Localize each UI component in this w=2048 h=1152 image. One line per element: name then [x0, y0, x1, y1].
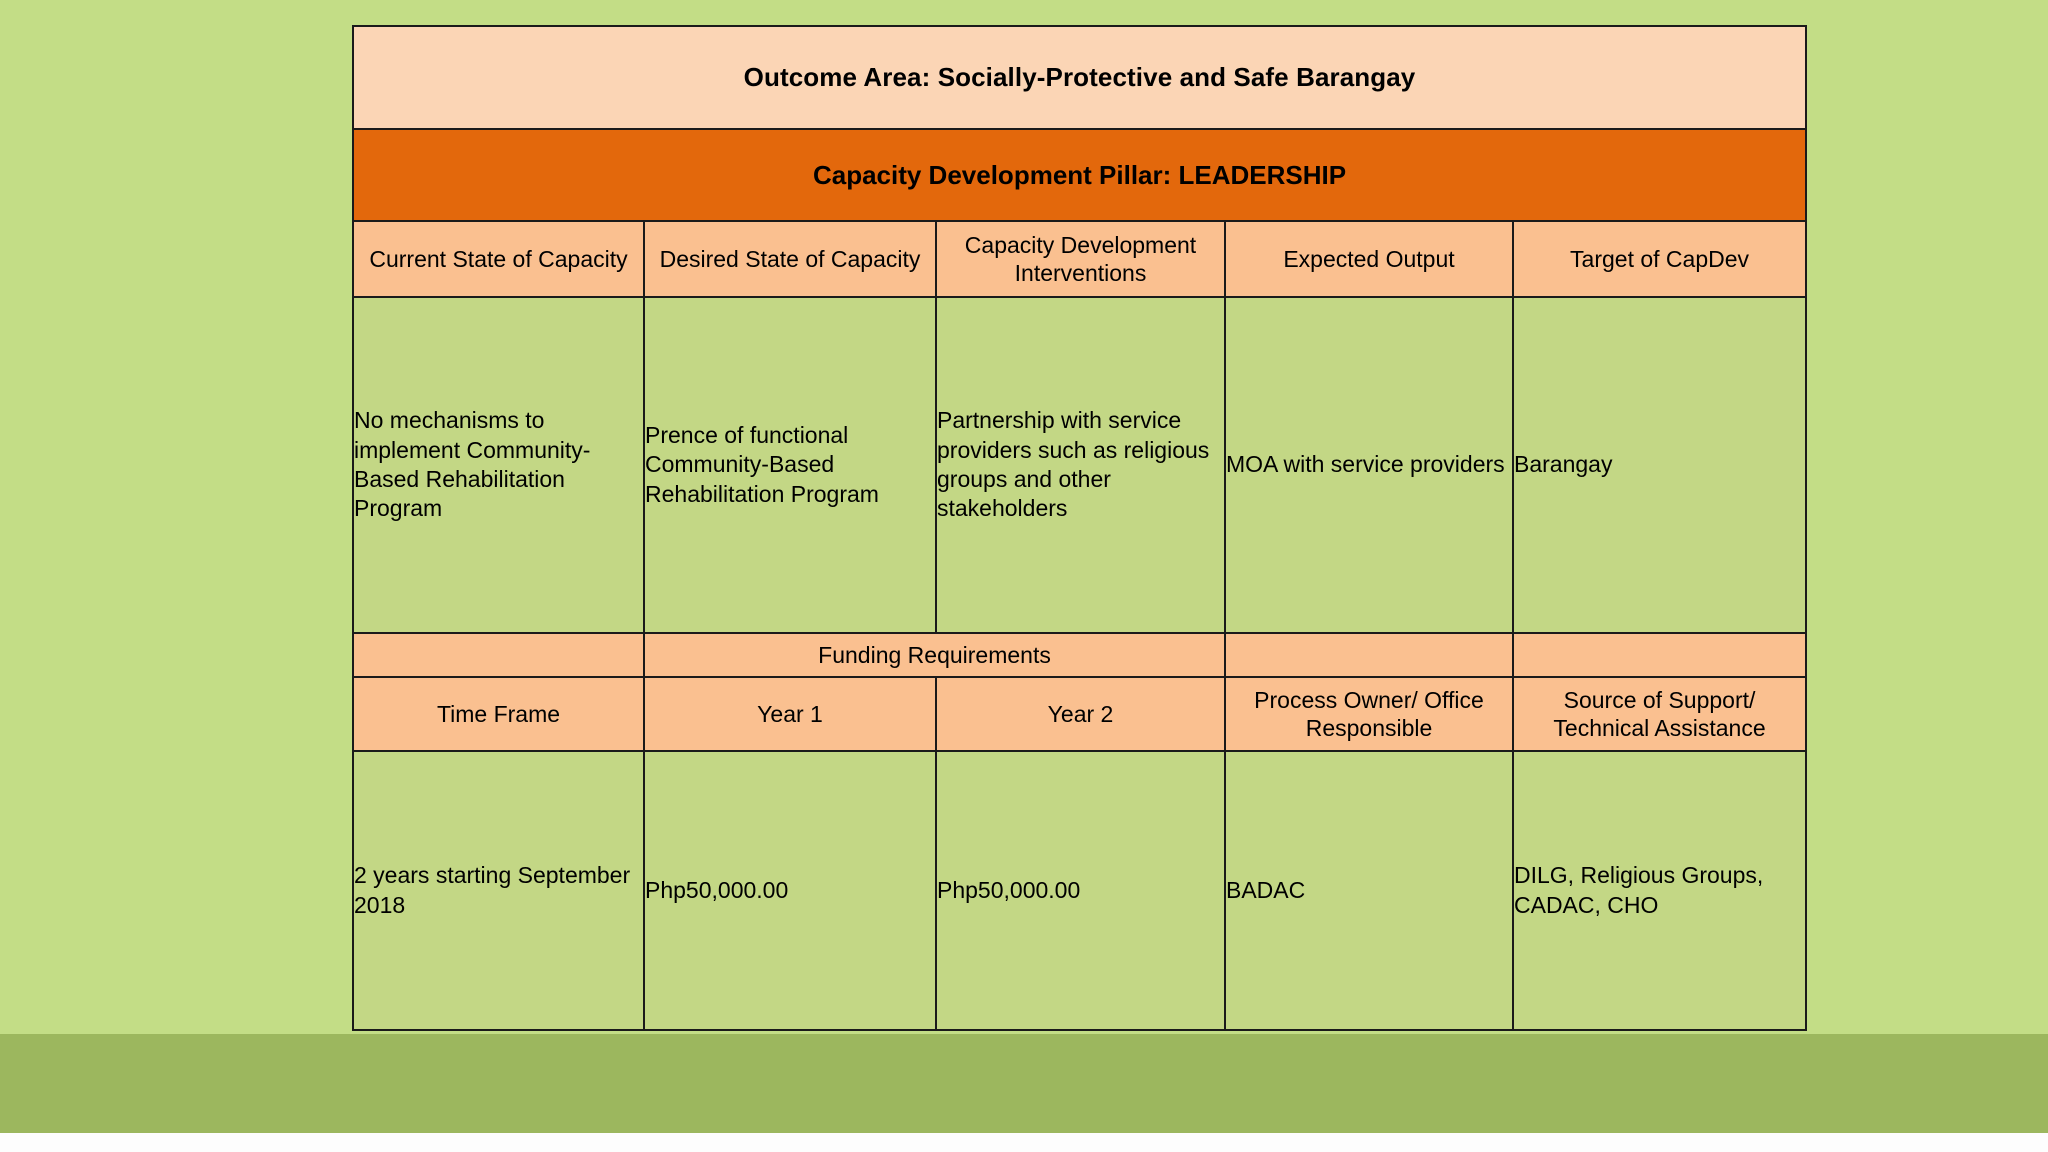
sub-header-year-2: Year 2	[935, 676, 1226, 752]
table-row: 2 years starting September 2018 Php50,00…	[352, 750, 1808, 1031]
column-header-current-state: Current State of Capacity	[352, 220, 645, 298]
funding-requirements-row: Funding Requirements	[352, 632, 1808, 678]
cell-year-2-amount: Php50,000.00	[935, 750, 1226, 1031]
column-header-label: Desired State of Capacity	[659, 245, 921, 272]
pillar-text: Capacity Development Pillar: LEADERSHIP	[812, 159, 1347, 190]
cell-target-capdev: Barangay	[1511, 296, 1808, 634]
cell-text: Php50,000.00	[645, 876, 789, 903]
slide-background-footer	[0, 1133, 2048, 1152]
pillar-row: Capacity Development Pillar: LEADERSHIP	[351, 128, 1808, 222]
cell-process-owner: BADAC	[1224, 750, 1514, 1031]
sub-header-label: Process Owner/ Office Responsible	[1254, 686, 1484, 741]
funding-requirements-label: Funding Requirements	[818, 641, 1051, 668]
cell-text: DILG, Religious Groups, CADAC, CHO	[1514, 861, 1764, 918]
funding-blank-right	[1511, 632, 1808, 678]
cell-text: No mechanisms to implement Community-Bas…	[354, 407, 591, 522]
cell-text: Barangay	[1514, 451, 1613, 478]
column-header-label: Target of CapDev	[1570, 245, 1750, 272]
sub-header-row: Time Frame Year 1 Year 2 Process Owner/ …	[352, 676, 1808, 752]
funding-blank-left	[352, 632, 645, 678]
table-row: No mechanisms to implement Community-Bas…	[352, 296, 1808, 634]
sub-header-label: Year 1	[757, 700, 823, 727]
cell-text: 2 years starting September 2018	[354, 861, 631, 918]
column-header-target-capdev: Target of CapDev	[1511, 220, 1808, 298]
sub-header-label: Time Frame	[436, 700, 561, 727]
column-header-interventions: Capacity Development Interventions	[935, 220, 1226, 298]
cell-text: MOA with service providers	[1226, 451, 1505, 478]
cell-interventions: Partnership with service providers such …	[935, 296, 1226, 634]
cell-text: BADAC	[1226, 876, 1306, 903]
cell-time-frame: 2 years starting September 2018	[352, 750, 645, 1031]
sub-header-time-frame: Time Frame	[352, 676, 645, 752]
column-header-desired-state: Desired State of Capacity	[643, 220, 937, 298]
column-header-row: Current State of Capacity Desired State …	[352, 220, 1808, 298]
column-header-expected-output: Expected Output	[1224, 220, 1514, 298]
cell-source-of-support: DILG, Religious Groups, CADAC, CHO	[1511, 750, 1808, 1031]
sub-header-process-owner: Process Owner/ Office Responsible	[1224, 676, 1514, 752]
funding-blank-middle	[1224, 632, 1514, 678]
outcome-area-row: Outcome Area: Socially-Protective and Sa…	[351, 25, 1808, 130]
slide-background-band	[0, 1034, 2048, 1133]
cell-year-1-amount: Php50,000.00	[643, 750, 937, 1031]
cell-text: Php50,000.00	[937, 876, 1081, 903]
cell-expected-output: MOA with service providers	[1224, 296, 1514, 634]
column-header-label: Current State of Capacity	[369, 245, 628, 272]
outcome-area-text: Outcome Area: Socially-Protective and Sa…	[743, 62, 1416, 92]
column-header-label: Expected Output	[1283, 245, 1455, 272]
pillar-cell: Capacity Development Pillar: LEADERSHIP	[351, 128, 1808, 222]
sub-header-source-of-support: Source of Support/ Technical Assistance	[1511, 676, 1808, 752]
outcome-area-cell: Outcome Area: Socially-Protective and Sa…	[351, 25, 1808, 130]
sub-header-label: Year 2	[1047, 700, 1114, 727]
sub-header-label: Source of Support/ Technical Assistance	[1553, 686, 1766, 741]
cell-desired-state: Prence of functional Community-Based Reh…	[643, 296, 937, 634]
column-header-label: Capacity Development Interventions	[964, 231, 1197, 286]
capdev-agenda-table: Outcome Area: Socially-Protective and Sa…	[351, 25, 1808, 1031]
cell-current-state: No mechanisms to implement Community-Bas…	[352, 296, 645, 634]
funding-requirements-label-cell: Funding Requirements	[643, 632, 1226, 678]
cell-text: Partnership with service providers such …	[937, 407, 1210, 522]
sub-header-year-1: Year 1	[643, 676, 937, 752]
cell-text: Prence of functional Community-Based Reh…	[645, 421, 879, 507]
